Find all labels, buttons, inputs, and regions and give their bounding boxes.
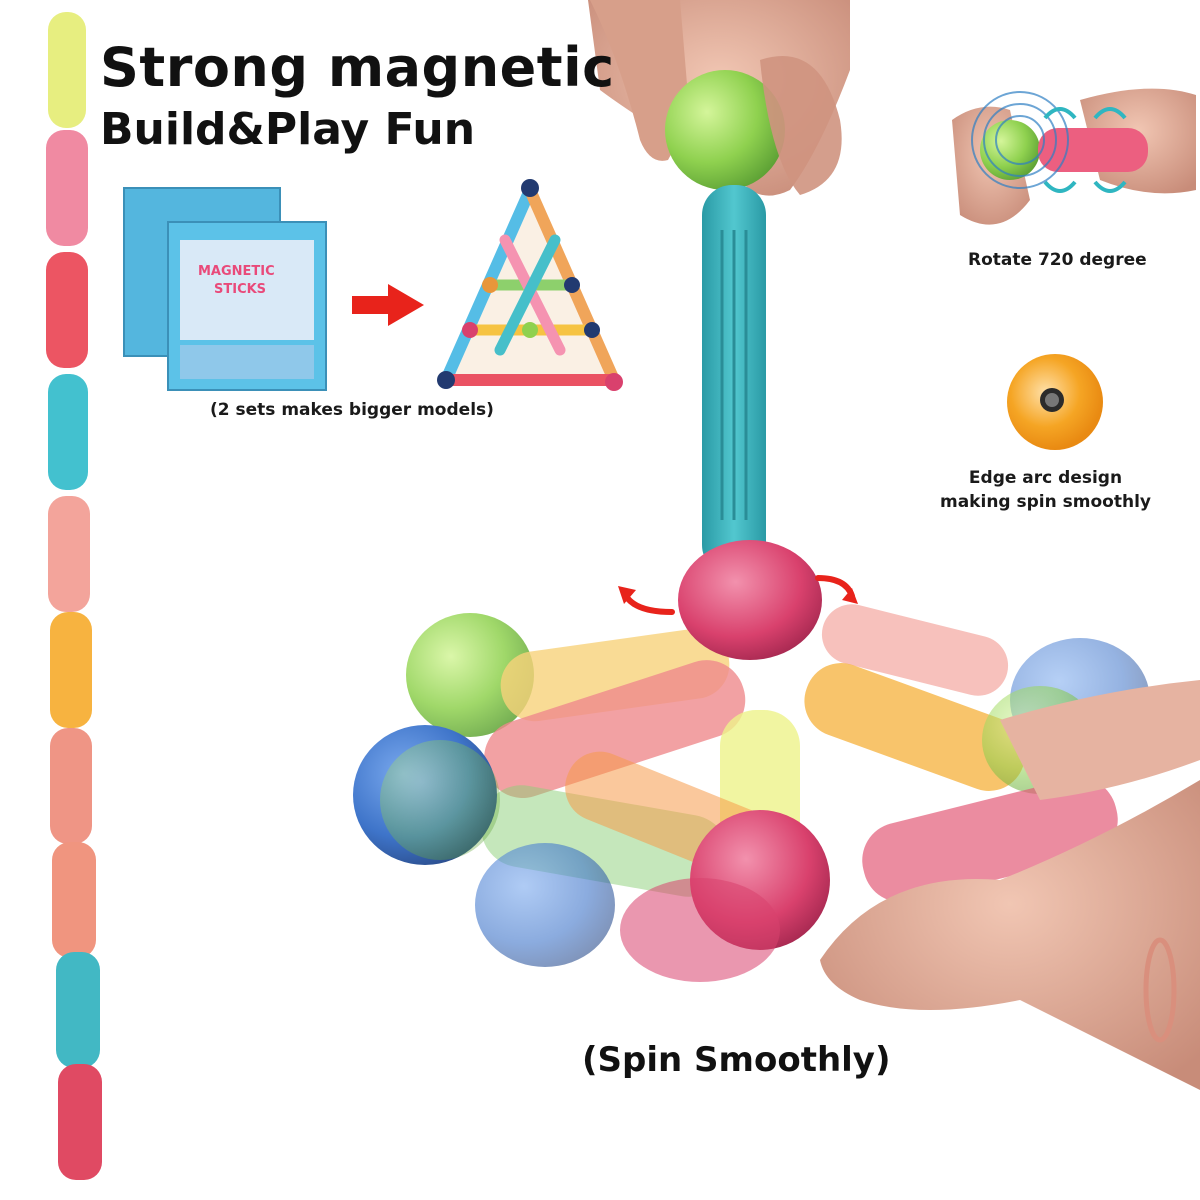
pyramid-model	[437, 179, 623, 391]
caption-spin: (Spin Smoothly)	[582, 1040, 891, 1080]
rotate-inset-image	[952, 88, 1196, 225]
caption-edge-line2: making spin smoothly	[940, 492, 1151, 512]
magnet-end-image	[1007, 354, 1103, 450]
caption-sets: (2 sets makes bigger models)	[210, 400, 494, 420]
caption-edge-line1: Edge arc design	[968, 468, 1123, 488]
stick-chain	[46, 12, 102, 1180]
caption-rotate: Rotate 720 degree	[968, 250, 1147, 270]
rotation-arrows-icon	[618, 575, 858, 615]
teal-stick	[702, 185, 766, 575]
headline-line2: Build&Play Fun	[100, 104, 476, 155]
box-product-label: STICKS	[214, 282, 267, 297]
green-ball	[665, 70, 785, 190]
caption-edge: Edge arc design making spin smoothly	[940, 466, 1151, 514]
headline-line1: Strong magnetic	[100, 36, 615, 99]
product-boxes	[123, 187, 327, 391]
arrow-right-icon	[352, 284, 424, 326]
box-brand-label: MAGNETIC	[198, 264, 275, 279]
hand-right	[820, 680, 1200, 1090]
